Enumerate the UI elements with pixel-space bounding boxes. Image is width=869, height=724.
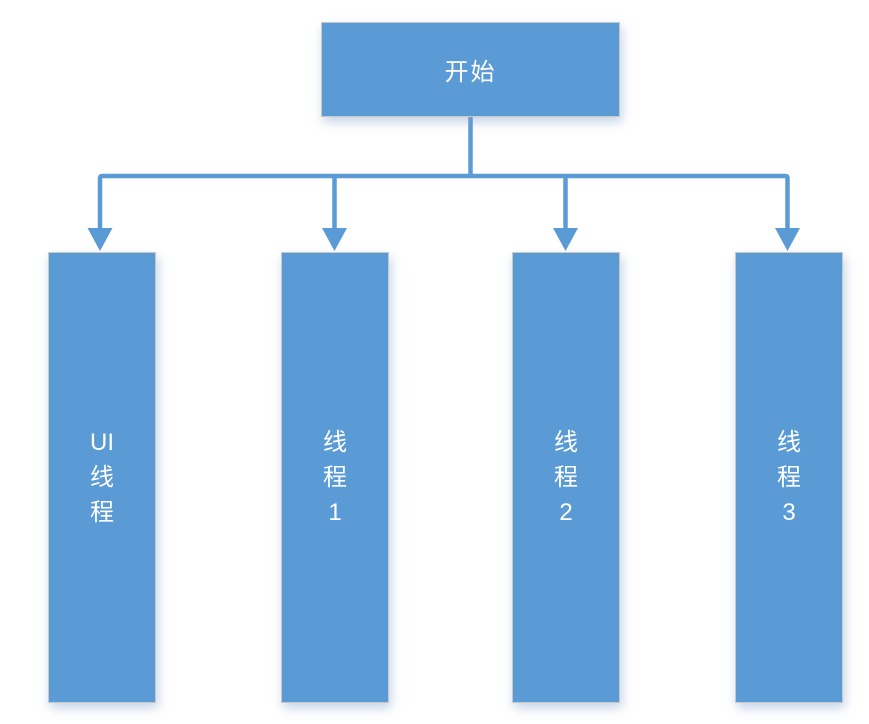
thread-node-1: 线 程 1 [281, 252, 389, 703]
thread-node-3: 线 程 3 [735, 252, 843, 703]
thread-node-label-line: 程 [777, 464, 801, 491]
arrowhead-icon [87, 228, 113, 251]
thread-node-label-line: 2 [559, 499, 573, 526]
thread-node-label-line: UI [90, 429, 114, 456]
thread-node-label-line: 程 [554, 464, 578, 491]
thread-node-label-line: 线 [90, 464, 114, 491]
start-node: 开始 [321, 22, 620, 117]
arrowhead-icon [553, 228, 578, 251]
thread-node-label-line: 3 [782, 499, 796, 526]
arrowhead-icon [322, 228, 347, 251]
thread-node-label-line: 程 [90, 499, 114, 526]
thread-node-label-line: 线 [554, 429, 578, 456]
thread-node-label-line: 程 [323, 464, 347, 491]
thread-node-2: 线 程 2 [512, 252, 620, 703]
arrowhead-icon [775, 228, 800, 251]
connector-bus [97, 173, 790, 230]
thread-node-label-line: 1 [328, 499, 342, 526]
thread-node-ui: UI 线 程 [48, 252, 156, 703]
thread-node-label-line: 线 [777, 429, 801, 456]
start-node-label: 开始 [444, 59, 497, 86]
thread-node-label-line: 线 [323, 429, 347, 456]
